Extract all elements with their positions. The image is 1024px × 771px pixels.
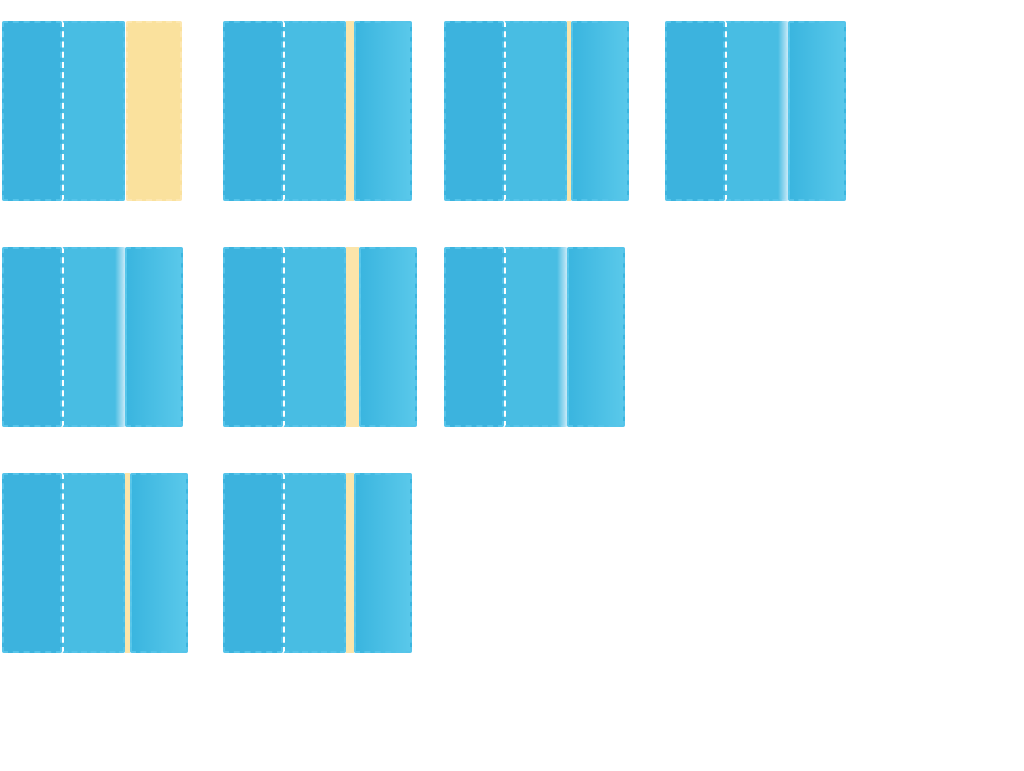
strip-left [223,247,283,427]
strip-middle [62,21,125,201]
yellow-gap [567,21,571,201]
panel-cluster-4 [665,21,847,201]
strip-middle [283,473,346,653]
strip-left [2,473,62,653]
strip-right [571,21,629,201]
panel-cluster-5 [2,247,184,427]
strip-left [665,21,725,201]
panel-cluster-2 [223,21,413,201]
strip-left [2,21,62,201]
strip-left [223,21,283,201]
strip-left [444,21,504,201]
yellow-gap [346,21,354,201]
strip-right [125,247,183,427]
yellow-gap [346,247,359,427]
panel-cluster-8 [2,473,188,653]
panel-cluster-9 [223,473,413,653]
panel-cluster-7 [444,247,626,427]
fade-edge [557,247,567,427]
strip-left [444,247,504,427]
strip-right [354,473,412,653]
strip-left [223,473,283,653]
fade-edge [115,247,125,427]
strip-middle [283,247,346,427]
strip-middle [62,473,125,653]
panel-cluster-3 [444,21,630,201]
strip-right-yellow [126,21,182,201]
yellow-gap [125,473,130,653]
strip-right [788,21,846,201]
strip-left [2,247,62,427]
strip-right [130,473,188,653]
strip-right [567,247,625,427]
strip-right [354,21,412,201]
panel-cluster-6 [223,247,418,427]
strip-middle [725,21,788,201]
strip-middle [283,21,346,201]
panel-cluster-1 [2,21,184,201]
fade-edge [778,21,788,201]
strip-middle [62,247,125,427]
strip-right [359,247,417,427]
yellow-gap [346,473,354,653]
strip-middle [504,21,567,201]
